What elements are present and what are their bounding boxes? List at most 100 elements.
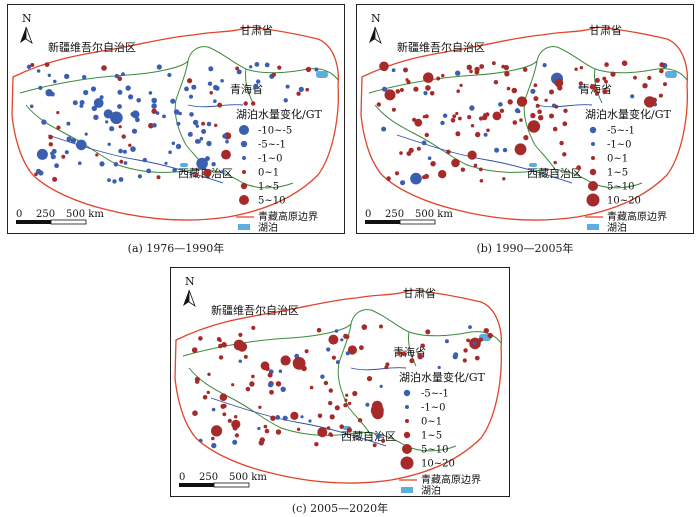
legend-item-label: -5~-1 [607, 126, 635, 137]
legend-item-label: -10~-5 [258, 126, 292, 137]
river-line-2 [187, 104, 244, 108]
province-boundary-mid [337, 323, 372, 437]
lake-marker [275, 429, 282, 435]
lake-marker [113, 162, 119, 167]
lake-marker [429, 91, 435, 96]
lake-marker [365, 402, 370, 407]
lake-marker [594, 77, 600, 83]
north-label: N [185, 275, 195, 288]
lake-marker [175, 143, 182, 150]
lake-marker [304, 349, 309, 354]
legend-marker-3 [589, 168, 597, 176]
lake-marker [184, 86, 189, 92]
river-line-2 [350, 367, 407, 371]
lake-marker [593, 88, 598, 93]
lake-marker [151, 108, 157, 114]
lake-marker [211, 162, 216, 167]
lake-marker [549, 113, 554, 119]
lake-marker [533, 83, 538, 88]
map-svg: N 新疆维吾尔自治区 甘肃省 青海省 西藏自治区 湖泊水量变化/GT -10~-… [11, 12, 339, 234]
lake-marker [121, 72, 125, 76]
lake-marker [66, 136, 72, 142]
lake-marker [455, 70, 461, 76]
lake-marker [105, 120, 109, 124]
lake-marker [381, 126, 387, 132]
lake-marker [422, 175, 427, 180]
lake-marker [542, 63, 547, 68]
lake-marker-large [260, 361, 270, 371]
lake-marker [176, 121, 181, 126]
north-arrow-icon [369, 27, 375, 43]
lake-marker [213, 84, 219, 91]
lake-marker [329, 414, 335, 420]
lake-marker [347, 345, 357, 355]
lake-marker [394, 171, 400, 176]
lake-marker [93, 98, 104, 108]
lake-marker [29, 104, 34, 109]
lake-marker [578, 81, 583, 86]
province-boundary-mid [174, 60, 209, 174]
lake-marker [249, 381, 255, 387]
lake-marker [35, 168, 42, 175]
legend-item-label: 10~20 [421, 459, 455, 470]
lake-marker [347, 401, 352, 406]
lake-marker [644, 96, 656, 108]
river-line [47, 134, 224, 184]
lake-marker [504, 71, 510, 77]
legend-item-label: 10~20 [607, 196, 641, 207]
lake-marker [227, 418, 232, 423]
lake-marker [659, 68, 664, 74]
lake-marker [475, 131, 481, 138]
map-svg: N 新疆维吾尔自治区 甘肃省 青海省 西藏自治区 湖泊水量变化/GT -5~-1… [360, 12, 688, 234]
lake-marker [610, 71, 616, 77]
lake-marker [459, 83, 463, 87]
lake-marker [220, 403, 226, 409]
lake-marker [36, 148, 48, 160]
lake-marker [170, 98, 176, 104]
lake-marker [469, 69, 473, 74]
lake-marker [328, 400, 333, 406]
legend-marker-4 [240, 182, 248, 190]
lake-marker [300, 415, 304, 419]
lake-marker [522, 67, 528, 72]
lake-marker [317, 413, 323, 419]
lake-marker [201, 129, 207, 134]
scale-bar: 0 250 500 km [365, 209, 453, 225]
lake-marker [659, 62, 665, 68]
lake-marker [121, 134, 126, 139]
lake-marker [602, 89, 608, 95]
lake-marker [549, 89, 554, 95]
lake-marker [220, 79, 224, 83]
lake-marker-large [292, 356, 306, 370]
lake-marker [253, 83, 259, 89]
lake-marker [119, 159, 124, 164]
north-arrow-icon [20, 27, 26, 43]
caption-b: (b) 1990—2005年 [476, 242, 574, 255]
lake-marker [99, 95, 104, 100]
province-boundary-east [408, 331, 417, 367]
lake-marker [519, 118, 523, 122]
lake-marker [441, 73, 445, 78]
lake-marker [456, 89, 460, 93]
legend-marker-2 [591, 156, 595, 160]
lake-marker [232, 439, 238, 445]
legend-marker-5 [400, 456, 414, 470]
lake-marker [264, 428, 270, 434]
lake-marker [208, 66, 214, 72]
scale-end: 500 km [229, 472, 267, 483]
lake-marker [328, 334, 339, 345]
lake-marker [554, 104, 559, 109]
lake-marker [395, 89, 401, 94]
lake-marker [535, 103, 540, 108]
lake-marker [379, 61, 389, 72]
legend-item-label: 5~10 [258, 196, 285, 207]
lake-marker [423, 91, 428, 96]
river-line-2 [536, 104, 593, 108]
lake-marker [562, 152, 567, 157]
lake-marker [335, 360, 340, 365]
legend-marker-2 [242, 156, 246, 160]
lake-marker [384, 365, 389, 370]
lake-marker [217, 102, 223, 108]
scale-zero: 0 [179, 472, 185, 483]
